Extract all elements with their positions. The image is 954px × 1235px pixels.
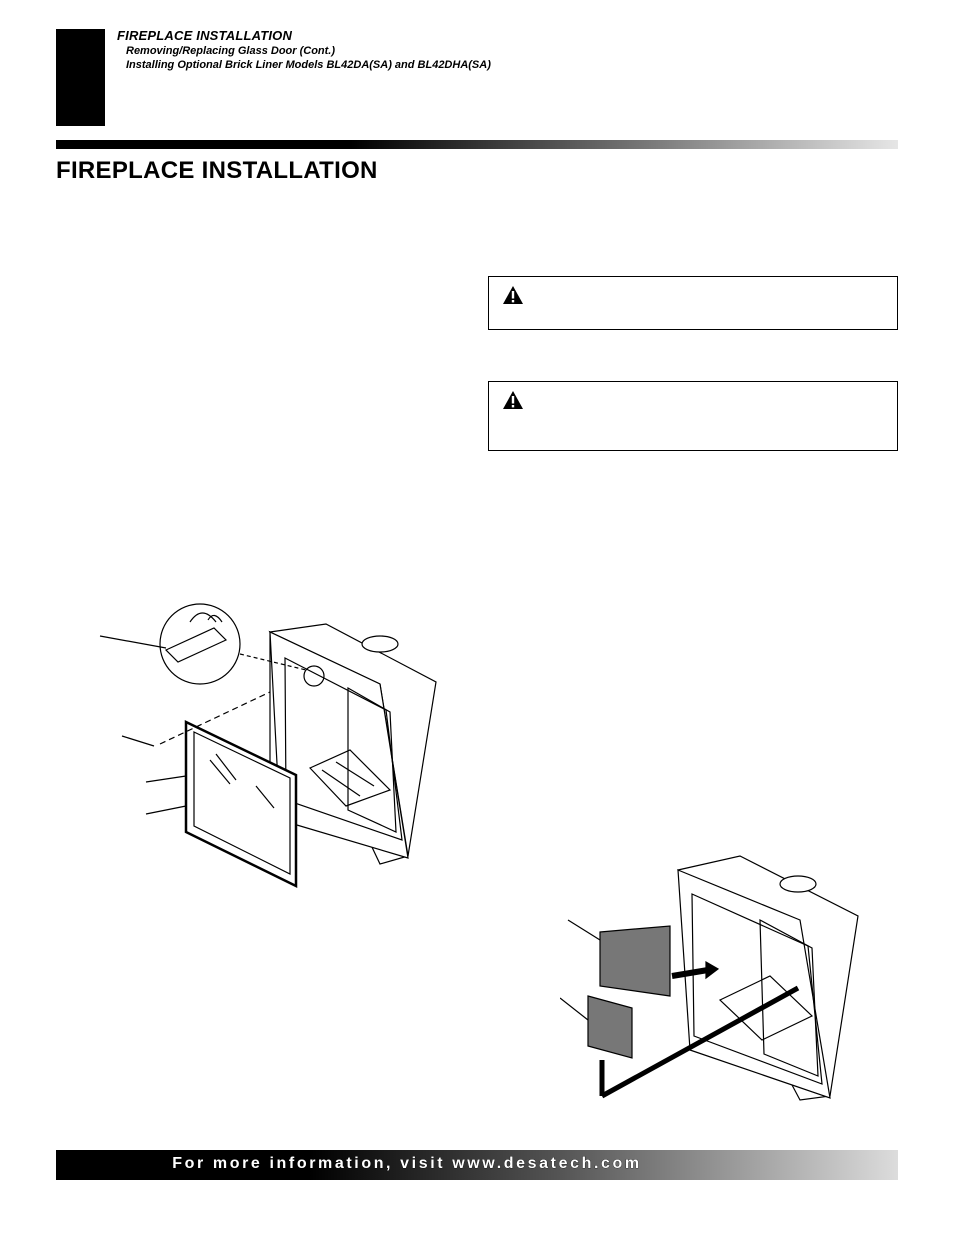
- header-tab-block: [56, 29, 105, 126]
- running-header: FIREPLACE INSTALLATION Removing/Replacin…: [117, 28, 491, 72]
- running-header-subtopic: Removing/Replacing Glass Door (Cont.): [126, 45, 336, 57]
- warning-box: [488, 381, 898, 451]
- footer-website-text: For more information, visit www.desatech…: [172, 1155, 642, 1173]
- warning-box: [488, 276, 898, 330]
- header-rule: [56, 140, 898, 149]
- warning-triangle-icon: [503, 286, 523, 304]
- running-header-title: FIREPLACE INSTALLATION: [117, 28, 293, 43]
- page-title: FIREPLACE INSTALLATION: [56, 157, 378, 184]
- brick-liner-figure: [560, 855, 859, 1101]
- footer-bar: For more information, visit www.desatech…: [56, 1150, 898, 1180]
- running-header-subtopic: Installing Optional Brick Liner Models B…: [126, 59, 491, 71]
- glass-door-removal-figure: [99, 603, 437, 889]
- warning-triangle-icon: [503, 391, 523, 409]
